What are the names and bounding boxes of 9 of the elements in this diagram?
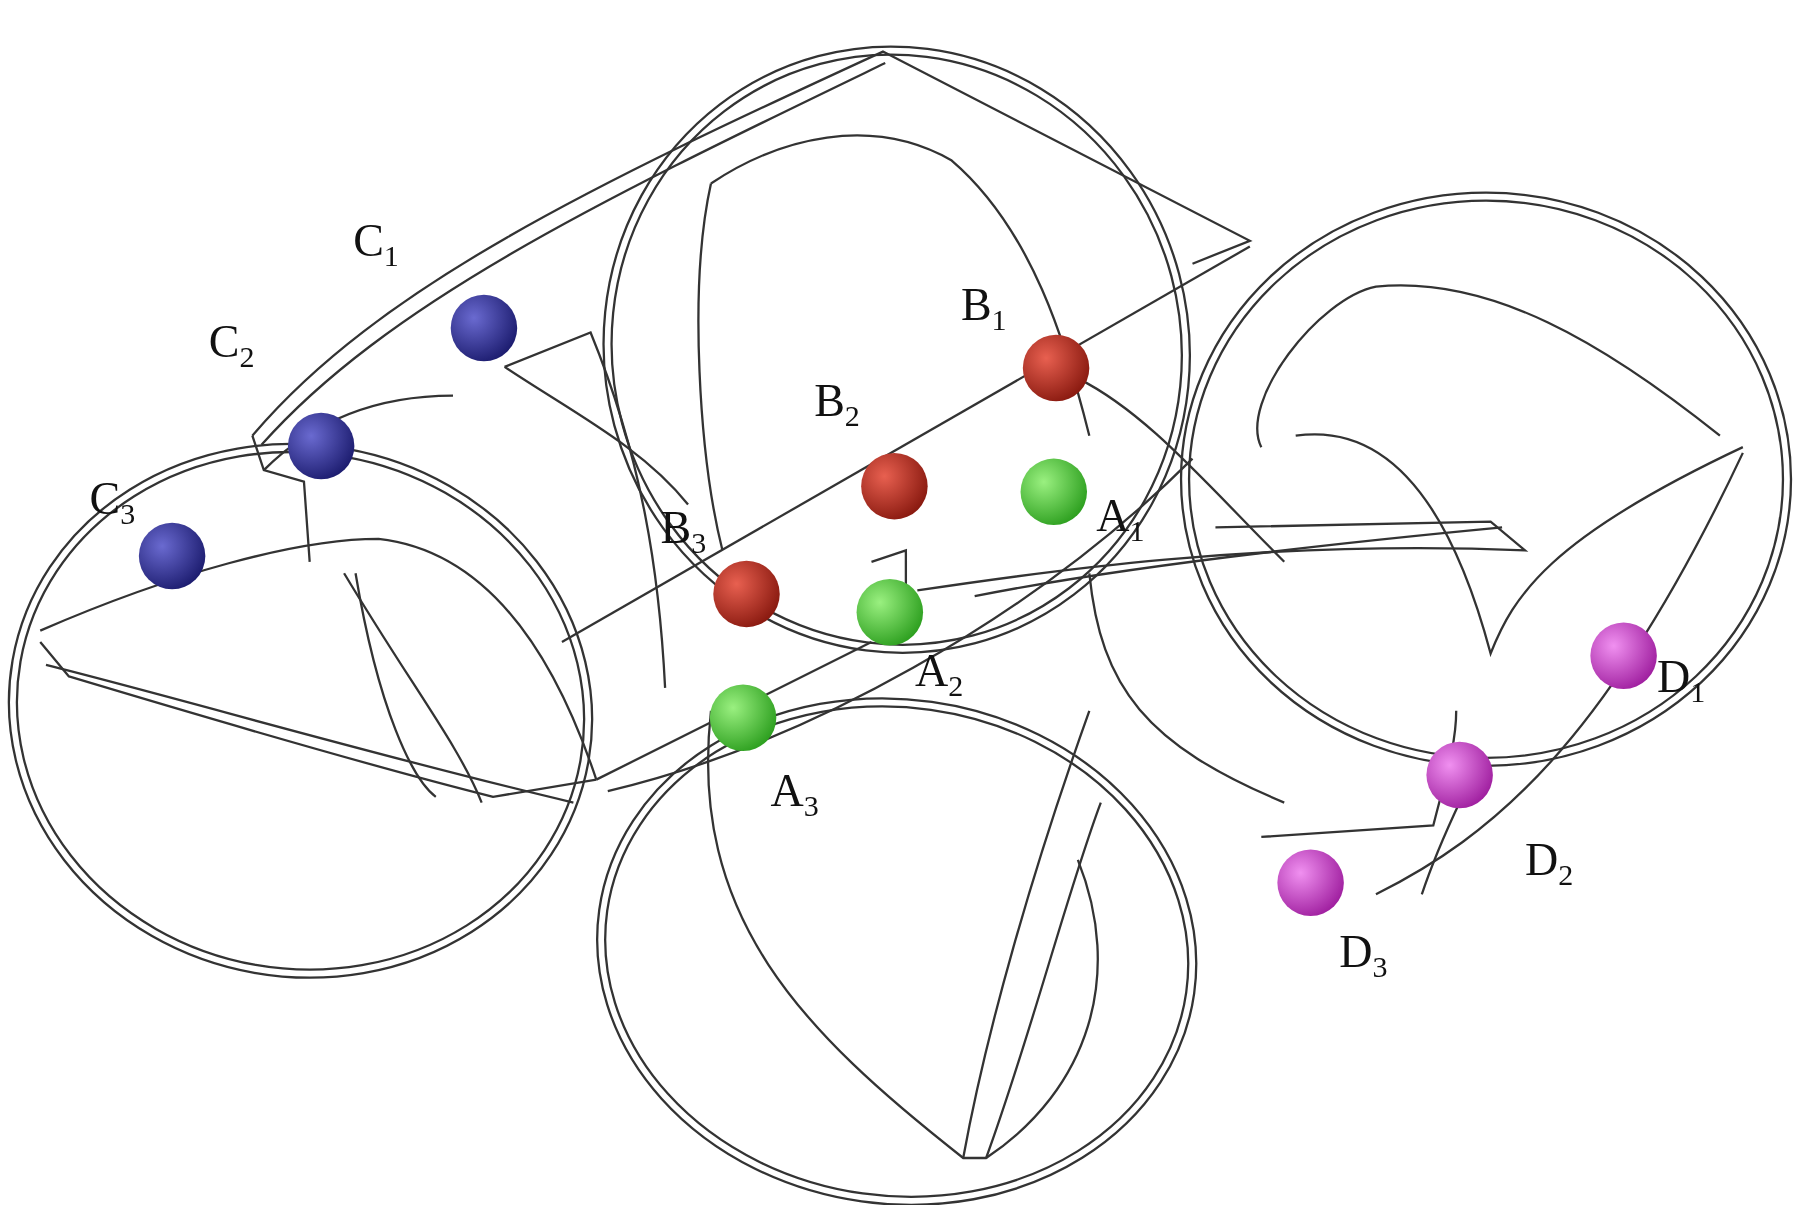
point-label: D$_{3}$ xyxy=(1339,928,1388,982)
point-label: C$_{1}$ xyxy=(353,217,399,272)
point-label: C$_{2}$ xyxy=(208,318,255,372)
point-label: B$_{1}$ xyxy=(960,282,1007,336)
point-label: D$_{2}$ xyxy=(1525,837,1574,891)
point-label: D$_{1}$ xyxy=(1656,653,1706,707)
point-label: A$_{2}$ xyxy=(915,647,964,702)
point-label: B$_{2}$ xyxy=(814,378,860,432)
point-label: A$_{3}$ xyxy=(770,768,819,822)
